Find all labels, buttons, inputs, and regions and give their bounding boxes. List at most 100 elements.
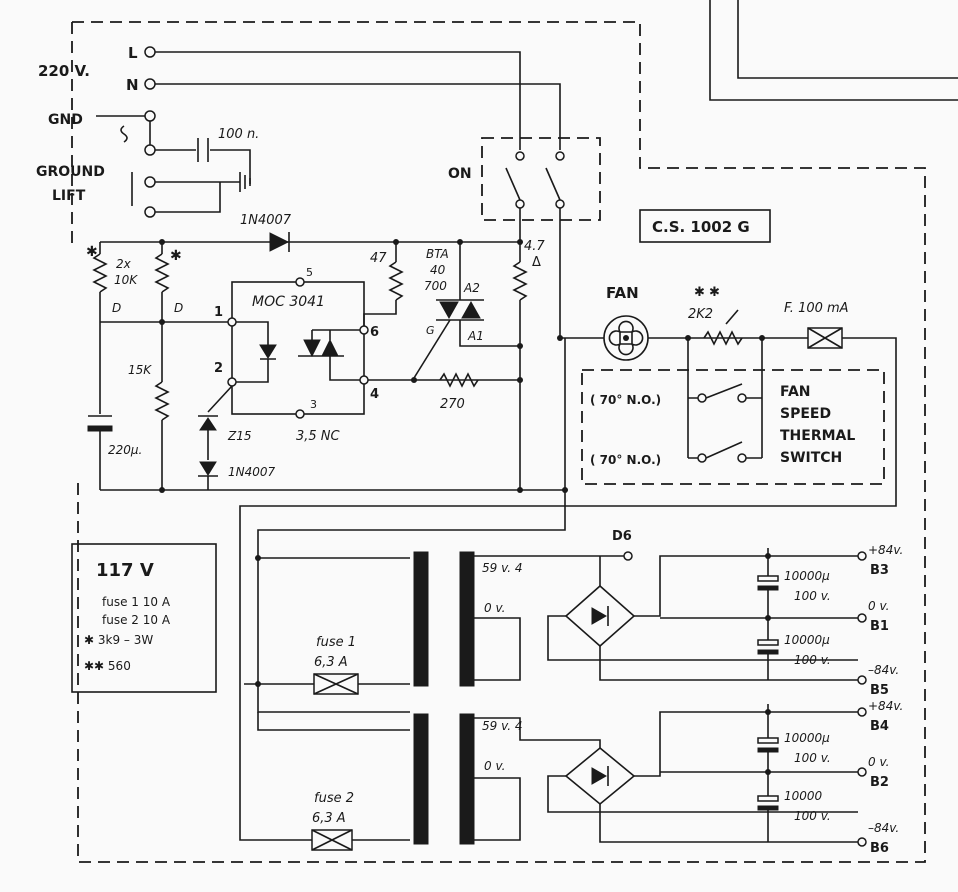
- out-b2-v: 0 v.: [868, 755, 889, 769]
- diode-bottom: [199, 461, 217, 476]
- out-b1-v: 0 v.: [868, 599, 889, 613]
- opto-nc-label: 3,5 NC: [296, 429, 341, 444]
- out-b4-v: +84v.: [868, 699, 903, 713]
- fuse-fan-label: F. 100 mA: [784, 301, 849, 316]
- switch-outline: [481, 137, 601, 221]
- gnd-label: GND: [48, 112, 83, 128]
- thermal-box-2: SPEED: [780, 406, 831, 422]
- resistor-270-label: 270: [440, 397, 465, 412]
- opto-pin4: 4: [370, 387, 379, 402]
- cap-4-label: 10000: [784, 789, 823, 803]
- switch-on-label: ON: [448, 166, 472, 182]
- switch-lever-1: [505, 167, 521, 201]
- r-2x-label: 2x: [116, 257, 132, 271]
- fan-label: FAN: [606, 284, 639, 302]
- resistor-2k2-label: 2K2: [688, 307, 713, 322]
- sec2-top-label: 59 v. 4: [482, 719, 522, 733]
- out-b6: B6: [870, 841, 889, 856]
- resistor-15k-label: 15K: [128, 363, 152, 377]
- thermal-switch-2: [705, 441, 743, 459]
- out-b5: B5: [870, 683, 889, 698]
- ground-lift-jumper: [120, 125, 128, 143]
- terminal-l-label: L: [128, 44, 138, 62]
- fuse-1-label: fuse 1: [316, 635, 356, 650]
- terminal-n-label: N: [126, 76, 139, 94]
- out-b5-v: –84v.: [868, 663, 899, 677]
- resistor-47: [388, 261, 404, 301]
- out-b3-v: +84v.: [868, 543, 903, 557]
- marker-d-1: D: [112, 301, 121, 315]
- out-b2: B2: [870, 775, 889, 790]
- terminal-n: [144, 78, 156, 90]
- out-b1: B1: [870, 619, 889, 634]
- cap-4-v: 100 v.: [794, 809, 831, 823]
- mains-voltage: 220 V.: [38, 62, 90, 80]
- legend-line-1: fuse 1 10 A: [102, 595, 171, 609]
- cap-2-label: 10000μ: [784, 633, 830, 647]
- opto-pin5: 5: [306, 266, 313, 279]
- thermal-2-label: ( 70° N.O.): [590, 453, 661, 467]
- transformer-2-core-right: [459, 713, 475, 845]
- resistor-15k: [154, 381, 170, 421]
- thermal-switch-1: [705, 383, 743, 399]
- r-10k-label: 10K: [114, 273, 138, 287]
- triac-g: G: [426, 324, 435, 337]
- sec1-bot-label: 0 v.: [484, 601, 505, 615]
- opto-pin1: 1: [214, 305, 223, 320]
- cap-220u-label: 220μ.: [108, 443, 142, 457]
- corner-box-inner: [737, 0, 958, 79]
- star-1: ✱: [86, 244, 98, 260]
- triac: [439, 300, 481, 320]
- fuse-2-value: 6,3 A: [312, 811, 346, 826]
- triac-label-3: 700: [424, 279, 447, 293]
- fuse-2-label: fuse 2: [314, 791, 354, 806]
- ground-lift-label-2: LIFT: [52, 188, 86, 204]
- transformer-1-core-left: [413, 551, 429, 687]
- diode-bottom-label: 1N4007: [228, 465, 276, 479]
- legend-title: 117 V: [96, 560, 154, 581]
- opto-pin2: 2: [214, 361, 223, 376]
- legend-line-3: ✱ 3k9 – 3W: [84, 633, 153, 647]
- opto-label: MOC 3041: [252, 294, 325, 310]
- triac-a2: A2: [463, 281, 480, 295]
- diode-top: [269, 232, 290, 252]
- resistor-4-7: [512, 261, 528, 301]
- zener-diode: [199, 417, 217, 431]
- bridge-2-diode: [591, 767, 608, 785]
- corner-box: [709, 0, 958, 101]
- transformer-1-core-right: [459, 551, 475, 687]
- cap-1-v: 100 v.: [794, 589, 831, 603]
- cap-220u-plate: [87, 425, 113, 432]
- fan-blades: [608, 320, 644, 356]
- board-code-box: [639, 209, 771, 243]
- resistor-2k2: [703, 330, 743, 346]
- opto-pin6: 6: [370, 325, 379, 340]
- cap-100n: [197, 138, 209, 162]
- opto-led: [259, 344, 277, 359]
- ground-lift-label-1: GROUND: [36, 164, 105, 180]
- out-b3: B3: [870, 563, 889, 578]
- zener-label: Z15: [227, 429, 252, 443]
- triac-a1: A1: [467, 329, 484, 343]
- switch-lever-2: [545, 167, 561, 201]
- sec2-bot-label: 0 v.: [484, 759, 505, 773]
- cap-3-label: 10000μ: [784, 731, 830, 745]
- legend-line-4: ✱✱ 560: [84, 659, 131, 673]
- resistor-10k-1: [92, 253, 108, 293]
- resistor-47-label: 47: [370, 251, 387, 266]
- out-b4: B4: [870, 719, 889, 734]
- resistor-4-7-label: 4.7: [524, 239, 545, 254]
- marker-d-2: D: [174, 301, 183, 315]
- d6-label: D6: [612, 529, 632, 544]
- thermal-box-4: SWITCH: [780, 450, 842, 466]
- thermal-box-3: THERMAL: [780, 428, 855, 444]
- triac-label-1: BTA: [426, 247, 449, 261]
- thermal-1-label: ( 70° N.O.): [590, 393, 661, 407]
- transformer-2-core-left: [413, 713, 429, 845]
- sec1-top-label: 59 v. 4: [482, 561, 522, 575]
- opto-diac: [303, 338, 339, 358]
- fuse-1-value: 6,3 A: [314, 655, 348, 670]
- legend-line-2: fuse 2 10 A: [102, 613, 171, 627]
- cap-1-label: 10000μ: [784, 569, 830, 583]
